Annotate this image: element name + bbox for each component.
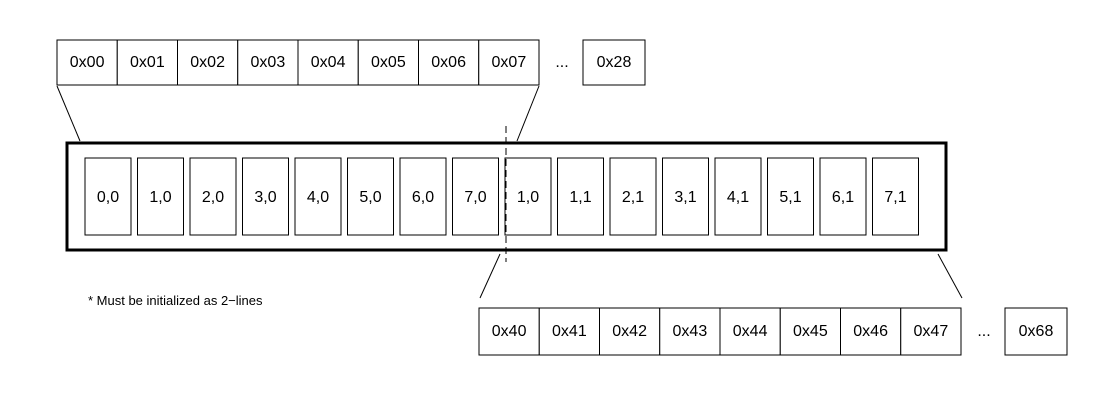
- top-address-label: 0x06: [431, 54, 466, 71]
- display-cell: [767, 157, 814, 236]
- top-address-label: 0x02: [190, 54, 225, 71]
- top-address-box: [357, 39, 419, 86]
- top-right-connector: [516, 85, 540, 142]
- display-cell-label: 5,1: [779, 189, 801, 206]
- top-address-box: [478, 39, 540, 86]
- display-cell: [84, 157, 132, 236]
- initialization-note: * Must be initialized as 2−lines: [88, 293, 263, 308]
- bottom-address-box: [659, 307, 721, 356]
- top-address-label: 0x03: [251, 54, 286, 71]
- bottom-last-address: 0x68: [1019, 323, 1054, 340]
- display-cell-label: 1,0: [149, 189, 171, 206]
- display-cell-label: 3,1: [674, 189, 696, 206]
- bottom-address-label: 0x46: [853, 323, 888, 340]
- bottom-last-address-box: [1004, 307, 1068, 356]
- bottom-address-box: [538, 307, 600, 356]
- display-cell: [242, 157, 289, 236]
- display-cell-label: 7,0: [464, 189, 486, 206]
- display-cell: [189, 157, 237, 236]
- top-address-box: [177, 39, 239, 86]
- bottom-address-box: [478, 307, 540, 356]
- top-left-connector: [56, 85, 81, 142]
- top-address-label: 0x04: [311, 54, 346, 71]
- display-cell: [557, 157, 604, 236]
- bottom-address-label: 0x40: [492, 323, 527, 340]
- bottom-address-label: 0x45: [793, 323, 828, 340]
- display-cell-row: 0,0 1,0 2,0 3,0 4,0 5,0 6,0 7,0 1,0 1,1 2,1 3,1 4,1 5…: [84, 157, 919, 236]
- display-cell: [504, 157, 552, 236]
- display-cell: [819, 157, 867, 236]
- bottom-address-label: 0x43: [673, 323, 708, 340]
- display-cell-label: 6,0: [412, 189, 434, 206]
- display-cell-label: 3,0: [254, 189, 276, 206]
- top-address-box: [297, 39, 359, 86]
- top-address-row: 0x00 0x01 0x02 0x03 0x04 0x05 0x06 0x07: [56, 39, 540, 86]
- top-address-box: [56, 39, 118, 86]
- bottom-address-label: 0x42: [612, 323, 647, 340]
- display-cell-label: 4,1: [727, 189, 749, 206]
- bottom-address-box: [840, 307, 902, 356]
- display-cell: [662, 157, 709, 236]
- bottom-address-label: 0x41: [552, 323, 587, 340]
- display-cell: [294, 157, 342, 236]
- display-cell-label: 5,0: [359, 189, 381, 206]
- bottom-address-box: [719, 307, 781, 356]
- display-cell: [452, 157, 499, 236]
- display-cell-label: 2,0: [202, 189, 224, 206]
- bottom-left-connector: [479, 253, 501, 299]
- top-ellipsis: ...: [555, 54, 568, 71]
- display-cell: [714, 157, 762, 236]
- display-cell-label: 0,0: [97, 189, 119, 206]
- top-address-label: 0x01: [130, 54, 165, 71]
- display-cell-label: 6,1: [832, 189, 854, 206]
- bottom-ellipsis: ...: [977, 323, 990, 340]
- display-cell-label: 4,0: [307, 189, 329, 206]
- top-last-address-box: [582, 39, 646, 86]
- display-cell: [399, 157, 447, 236]
- bottom-address-label: 0x47: [914, 323, 949, 340]
- top-address-label: 0x07: [492, 54, 527, 71]
- display-cell: [872, 157, 919, 236]
- top-address-label: 0x05: [371, 54, 406, 71]
- bottom-address-row: 0x40 0x41 0x42 0x43 0x44 0x45 0x46 0x47: [478, 307, 962, 356]
- display-cell-label: 2,1: [622, 189, 644, 206]
- bottom-right-connector: [937, 253, 963, 299]
- bottom-address-box: [779, 307, 841, 356]
- top-address-label: 0x00: [70, 54, 105, 71]
- display-cell-label: 7,1: [884, 189, 906, 206]
- top-last-address: 0x28: [597, 54, 632, 71]
- bottom-address-box: [900, 307, 962, 356]
- top-address-box: [418, 39, 480, 86]
- display-cell: [137, 157, 184, 236]
- top-address-box: [116, 39, 178, 86]
- bottom-address-label: 0x44: [733, 323, 768, 340]
- display-cell: [609, 157, 657, 236]
- display-cell-label: 1,0: [517, 189, 539, 206]
- display-cell: [347, 157, 394, 236]
- display-cell-label: 1,1: [569, 189, 591, 206]
